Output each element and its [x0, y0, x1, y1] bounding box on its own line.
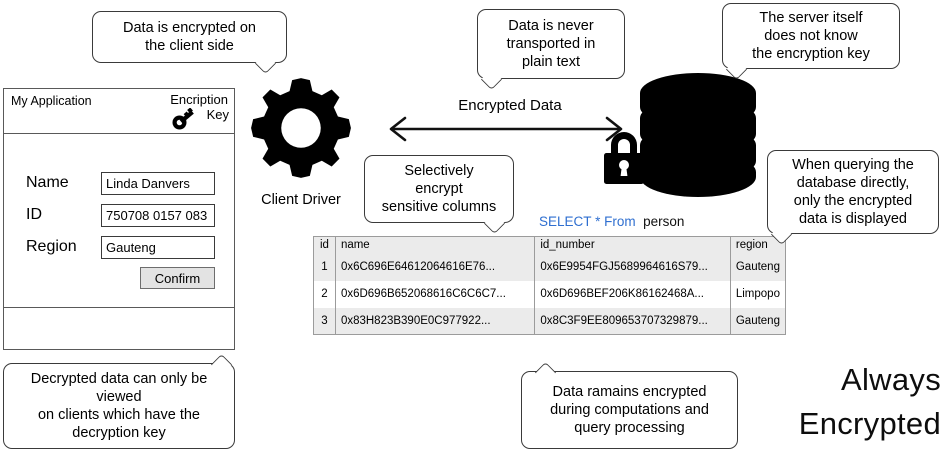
gear-icon — [249, 76, 353, 185]
cell-region: Gauteng — [730, 307, 786, 335]
cell-id: 2 — [313, 280, 336, 308]
cell-id-number: 0x8C3F9EE809653707329879... — [534, 307, 731, 335]
sql-table-name: person — [643, 214, 685, 229]
cell-name: 0x83H823B390E0C977922... — [335, 307, 536, 335]
table-row[interactable]: 2 0x6D696B652068616C6C6C7... 0x6D696BEF2… — [313, 280, 786, 308]
cell-name: 0x6D696B652068616C6C6C7... — [335, 280, 536, 308]
callout-plain-text-text: Data is never transported in plain text — [506, 18, 596, 70]
database-icon — [638, 72, 758, 203]
padlock-icon — [600, 130, 648, 191]
sql-star: * — [595, 214, 601, 229]
sql-keyword-select: SELECT — [539, 214, 592, 229]
confirm-button[interactable]: Confirm — [140, 267, 215, 289]
column-header-id: id — [313, 236, 336, 254]
column-header-name: name — [335, 236, 536, 254]
callout-client-side: Data is encrypted on the client side — [92, 11, 287, 63]
callout-server-key: The server itself does not know the encr… — [722, 3, 900, 69]
region-label: Region — [26, 238, 77, 255]
table-row[interactable]: 3 0x83H823B390E0C977922... 0x8C3F9EE8096… — [313, 307, 786, 335]
arrow-label: Encrypted Data — [458, 97, 562, 114]
cell-name: 0x6C696E64612064616E76... — [335, 253, 536, 281]
column-header-region: region — [730, 236, 786, 254]
table-row[interactable]: 1 0x6C696E64612064616E76... 0x6E9954FGJ5… — [313, 253, 786, 281]
sql-keyword-from: From — [604, 214, 636, 229]
callout-query-directly: When querying the database directly, onl… — [767, 150, 939, 234]
callout-selective-encrypt-text: Selectively encrypt sensitive columns — [381, 163, 497, 215]
cell-id: 1 — [313, 253, 336, 281]
cell-id-number: 0x6E9954FGJ5689964616S79... — [534, 253, 731, 281]
cell-id-number: 0x6D696BEF206K86162468A... — [534, 280, 731, 308]
callout-computation-text: Data ramains encrypted during computatio… — [550, 384, 709, 436]
app-title: My Application — [11, 94, 92, 108]
cell-region: Gauteng — [730, 253, 786, 281]
client-driver-label: Client Driver — [261, 192, 341, 208]
cell-id: 3 — [313, 307, 336, 335]
callout-decrypted-data-text: Decrypted data can only be viewed on cli… — [30, 371, 208, 441]
wordmark-line1: Always — [841, 362, 941, 397]
encryption-key-label-line2: Key — [206, 107, 229, 122]
sql-query-text: SELECT * From person — [524, 199, 684, 244]
app-titlebar: My Application Encription Key — [4, 89, 234, 134]
form-row-region: Region — [4, 236, 234, 262]
key-icon — [172, 107, 198, 135]
app-statusbar — [4, 307, 234, 349]
client-application-window: My Application Encription Key — [3, 88, 235, 350]
table-header-row: id name id_number region — [313, 236, 786, 254]
callout-client-side-text: Data is encrypted on the client side — [123, 20, 256, 54]
encryption-key-label: Encription Key — [170, 92, 229, 122]
app-form: Name ID Region Confirm — [4, 134, 234, 305]
name-input[interactable] — [101, 172, 215, 195]
callout-computation: Data ramains encrypted during computatio… — [521, 371, 738, 449]
callout-decrypted-data: Decrypted data can only be viewed on cli… — [3, 363, 235, 449]
callout-selective-encrypt: Selectively encrypt sensitive columns — [364, 155, 514, 223]
form-row-name: Name — [4, 172, 234, 198]
wordmark-line2: Encrypted — [798, 406, 941, 441]
id-label: ID — [26, 206, 42, 223]
encryption-key-label-line1: Encription — [170, 92, 228, 107]
region-input[interactable] — [101, 236, 215, 259]
double-headed-arrow-icon — [383, 116, 629, 147]
callout-plain-text: Data is never transported in plain text — [477, 9, 625, 79]
cell-region: Limpopo — [730, 280, 786, 308]
column-header-id-number: id_number — [534, 236, 731, 254]
callout-query-directly-text: When querying the database directly, onl… — [792, 157, 914, 227]
name-label: Name — [26, 174, 69, 191]
always-encrypted-wordmark: Always Encrypted — [799, 358, 941, 446]
query-result-table: id name id_number region 1 0x6C696E64612… — [313, 236, 786, 335]
callout-server-key-text: The server itself does not know the encr… — [752, 10, 870, 62]
form-row-id: ID — [4, 204, 234, 230]
id-input[interactable] — [101, 204, 215, 227]
